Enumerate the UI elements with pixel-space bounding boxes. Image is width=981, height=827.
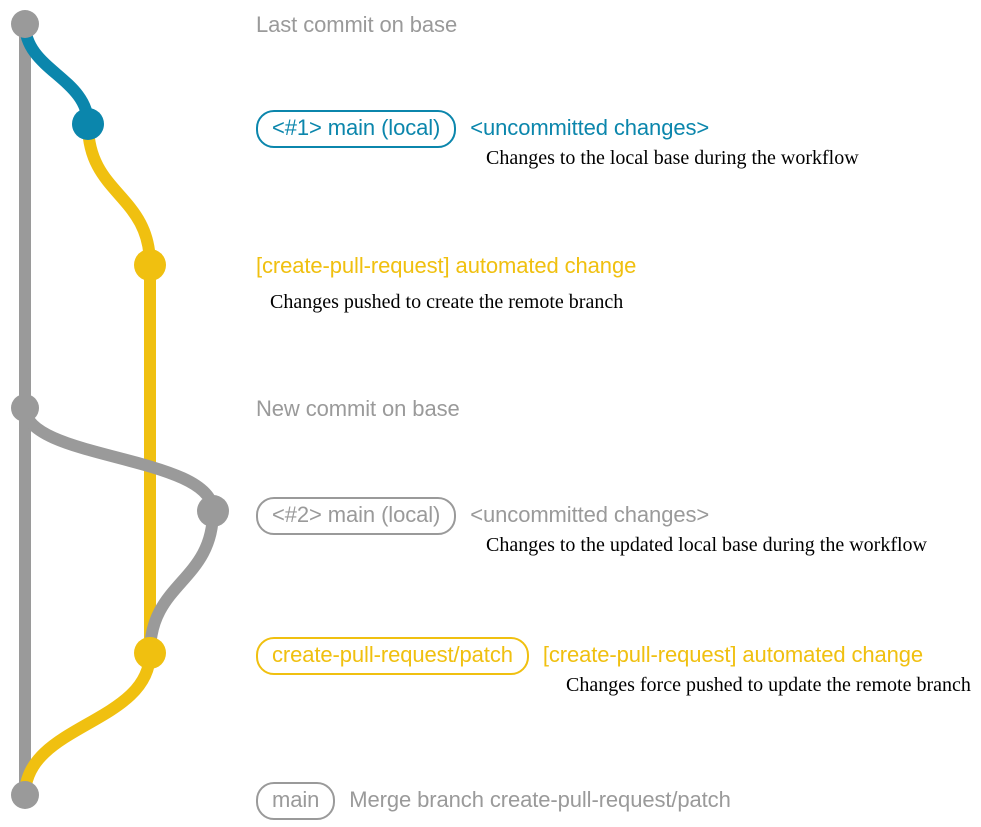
annotation-description-local-commit-1: Changes to the local base during the wor…	[486, 147, 859, 169]
branch-label-pill-local-2[interactable]: <#2> main (local)	[256, 497, 457, 535]
annotation-local-commit-1: <#1> main (local) <uncommitted changes>	[256, 110, 709, 148]
commit-subject: Merge branch create-pull-request/patch	[349, 787, 731, 812]
commit-node-local-2[interactable]	[197, 495, 229, 527]
annotation-merge-commit: main Merge branch create-pull-request/pa…	[256, 782, 731, 820]
edge-patch-2-to-base-merge	[19, 647, 156, 801]
commit-subject: <uncommitted changes>	[470, 115, 710, 140]
branch-label-pill-main[interactable]: main	[256, 782, 336, 820]
annotation-new-commit-on-base: New commit on base	[256, 398, 460, 420]
commit-subject: New commit on base	[256, 396, 460, 421]
commit-node-base-merge[interactable]	[11, 781, 39, 809]
commit-node-base-new[interactable]	[11, 394, 39, 422]
commit-subject: [create-pull-request] automated change	[542, 642, 924, 667]
annotation-automated-change-2: create-pull-request/patch [create-pull-r…	[256, 637, 923, 675]
branch-label-pill-patch[interactable]: create-pull-request/patch	[256, 637, 529, 675]
branch-label-pill-local-1[interactable]: <#1> main (local)	[256, 110, 457, 148]
annotation-description-local-commit-2: Changes to the updated local base during…	[486, 534, 927, 556]
commit-node-patch-1[interactable]	[134, 249, 166, 281]
commit-subject: <uncommitted changes>	[470, 502, 710, 527]
commit-node-local-1[interactable]	[72, 108, 104, 140]
annotation-local-commit-2: <#2> main (local) <uncommitted changes>	[256, 497, 709, 535]
commit-subject: [create-pull-request] automated change	[256, 253, 637, 278]
annotation-automated-change-1: [create-pull-request] automated change	[256, 255, 636, 277]
edge-local-2-to-patch-2	[144, 505, 219, 659]
edge-local-1-to-patch-1	[82, 118, 156, 271]
commit-node-base-last[interactable]	[11, 10, 39, 38]
annotation-last-commit-on-base: Last commit on base	[256, 14, 457, 36]
annotation-description-automated-change-1: Changes pushed to create the remote bran…	[270, 291, 624, 313]
annotation-description-automated-change-2: Changes force pushed to update the remot…	[566, 674, 971, 696]
commit-subject: Last commit on base	[256, 12, 458, 37]
commit-node-patch-2[interactable]	[134, 637, 166, 669]
edge-base-new-to-local-2	[19, 402, 219, 517]
